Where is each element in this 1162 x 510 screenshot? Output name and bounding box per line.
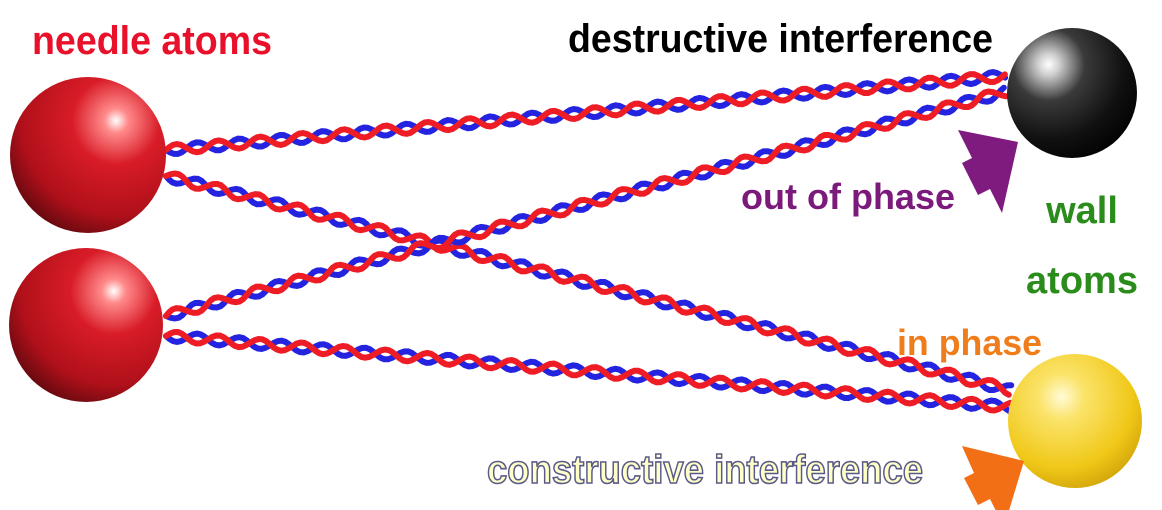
needle-atom-top <box>10 77 166 233</box>
needle-atom-bottom <box>9 248 163 402</box>
interference-strands <box>166 72 1011 411</box>
needle-atoms-label: needle atoms <box>32 19 272 63</box>
out-of-phase-arrow <box>958 130 1018 213</box>
destructive-interference-label: destructive interference <box>568 17 993 61</box>
in-phase-arrow <box>962 446 1024 510</box>
wall-label: wall <box>1045 190 1118 232</box>
atoms-label: atoms <box>1026 260 1138 302</box>
path-top-to-top-red <box>166 74 1005 152</box>
in-phase-label: in phase <box>897 322 1042 363</box>
wall-atom-top <box>1007 28 1137 158</box>
wall-atom-bottom <box>1008 354 1142 488</box>
constructive-interference-label: constructive interference <box>487 448 923 492</box>
out-of-phase-label: out of phase <box>741 176 955 217</box>
